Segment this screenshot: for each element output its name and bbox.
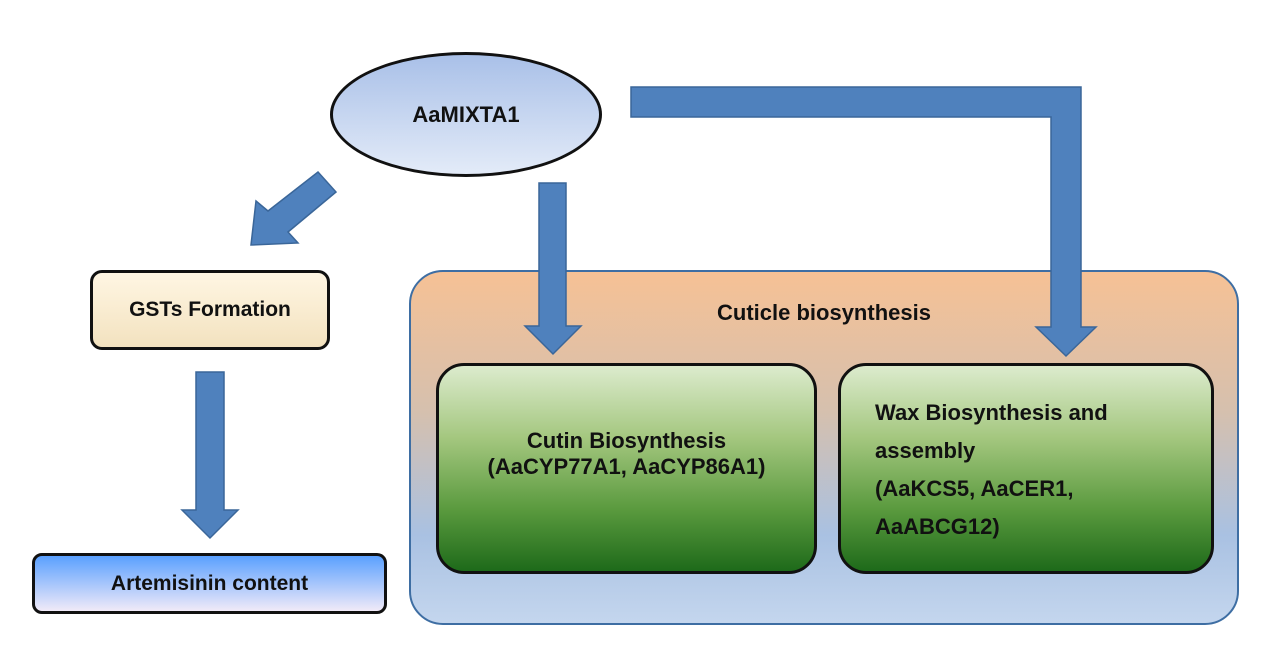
node-aamixta1: AaMIXTA1: [330, 52, 602, 177]
node-wax-biosynthesis: Wax Biosynthesis and assembly (AaKCS5, A…: [838, 363, 1214, 574]
wax-title-line2: assembly: [875, 438, 976, 463]
arrow-to-gsts: [250, 170, 338, 246]
node-gsts-formation-label: GSTs Formation: [129, 298, 291, 321]
node-cutin-biosynthesis: Cutin Biosynthesis (AaCYP77A1, AaCYP86A1…: [436, 363, 817, 574]
cutin-title: Cutin Biosynthesis: [526, 427, 727, 453]
node-gsts-formation: GSTs Formation: [90, 270, 330, 350]
cuticle-biosynthesis-title: Cuticle biosynthesis: [717, 300, 931, 325]
arrow-to-artemisinin: [180, 371, 240, 540]
node-aamixta1-label: AaMIXTA1: [412, 101, 520, 127]
wax-title-line1: Wax Biosynthesis and: [875, 400, 1108, 425]
node-artemisinin-content: Artemisinin content: [32, 553, 387, 614]
wax-genes-line1: (AaKCS5, AaCER1,: [875, 476, 1074, 501]
cutin-genes: (AaCYP77A1, AaCYP86A1): [487, 453, 766, 479]
node-artemisinin-content-label: Artemisinin content: [110, 571, 309, 595]
wax-genes-line2: AaABCG12): [875, 514, 1000, 539]
